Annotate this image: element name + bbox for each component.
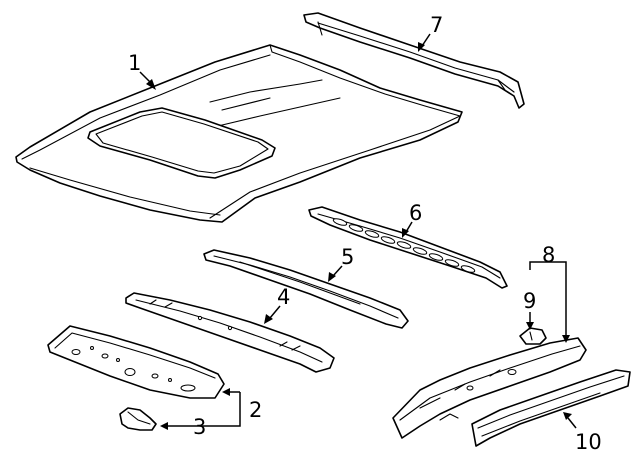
front-header-panel (47, 325, 225, 399)
leader-arrowhead (328, 272, 336, 282)
callout-1: 1 (128, 51, 141, 75)
leader-arrowhead (526, 322, 534, 330)
side-roof-rail (392, 337, 587, 439)
leader-10 (567, 417, 577, 429)
leader-lines (139, 33, 577, 430)
rear-roof-rail (303, 12, 525, 109)
callout-6: 6 (409, 201, 422, 225)
leader-arrowhead (402, 228, 409, 238)
callout-3: 3 (193, 415, 206, 439)
leader-7 (421, 33, 431, 47)
leader-arrowhead (562, 335, 570, 343)
sunroof-opening (87, 107, 276, 179)
leader-5 (332, 265, 343, 277)
roof-bow-perforated (308, 206, 508, 289)
leader-2-3-bracket (166, 392, 241, 427)
callout-10: 10 (575, 430, 602, 454)
leader-arrowhead (146, 79, 156, 90)
leader-arrowhead (563, 412, 572, 420)
leader-arrowhead (264, 314, 273, 324)
roof-panel (15, 44, 463, 223)
callout-4: 4 (277, 285, 290, 309)
callout-5: 5 (341, 245, 354, 269)
callout-8: 8 (542, 243, 555, 267)
side-rail-lower (471, 369, 631, 447)
leader-arrowhead (160, 422, 168, 430)
callout-2: 2 (249, 398, 262, 422)
roof-bow-center (203, 249, 409, 329)
leader-arrowhead (418, 42, 425, 52)
roof-bracket (119, 407, 157, 431)
roof-clip (519, 327, 547, 345)
leader-4 (269, 305, 281, 319)
callout-9: 9 (523, 289, 536, 313)
leader-8-bracket (529, 261, 567, 336)
callout-7: 7 (430, 13, 443, 37)
roof-bow-front (125, 292, 335, 373)
leader-arrowhead (222, 388, 230, 396)
